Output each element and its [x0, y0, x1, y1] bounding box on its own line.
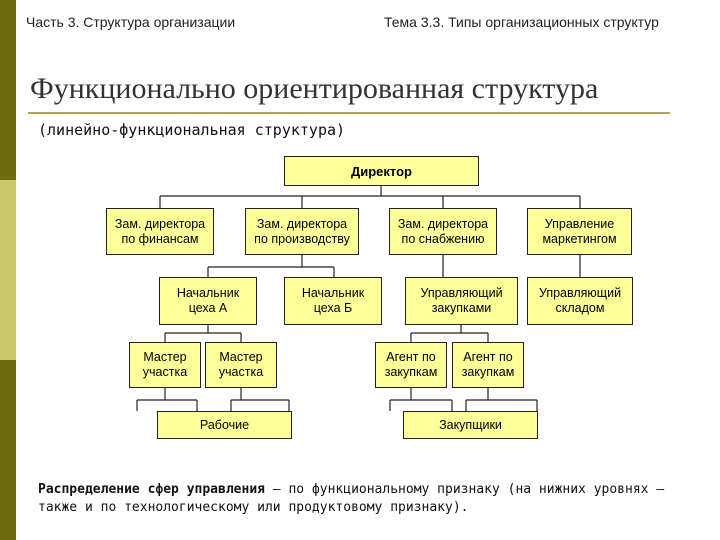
footnote-text: – по функциональному признаку (на нижних…: [38, 482, 665, 515]
sidebar-decoration: [0, 0, 16, 540]
box-purchasing-manager: Управляющий закупками: [405, 277, 518, 325]
box-head-shop-b: Начальник цеха Б: [284, 277, 382, 325]
box-agent-1: Агент по закупкам: [375, 342, 447, 388]
box-warehouse-manager: Управляющий складом: [527, 277, 633, 325]
box-buyers: Закупщики: [403, 411, 538, 439]
box-head-shop-a: Начальник цеха А: [159, 277, 257, 325]
box-marketing: Управление маркетингом: [527, 208, 632, 255]
title-rule: [28, 112, 670, 114]
box-master-2: Мастер участка: [205, 342, 277, 388]
sidebar-segment: [0, 180, 16, 360]
page-subtitle: (линейно-функциональная структура): [38, 121, 346, 139]
sidebar-segment: [0, 0, 16, 180]
sidebar-segment: [0, 360, 16, 540]
box-master-1: Мастер участка: [129, 342, 201, 388]
footnote-bold: Распределение сфер управления: [38, 482, 265, 497]
box-agent-2: Агент по закупкам: [452, 342, 524, 388]
box-deputy-supply: Зам. директора по снабжению: [389, 208, 497, 255]
box-deputy-finance: Зам. директора по финансам: [106, 208, 214, 255]
header-part: Часть 3. Структура организации: [26, 14, 236, 30]
box-deputy-production: Зам. директора по производству: [245, 208, 359, 255]
page-title: Функционально ориентированная структура: [30, 72, 599, 105]
box-workers: Рабочие: [157, 411, 292, 439]
footnote: Распределение сфер управления – по функц…: [38, 481, 698, 517]
header-topic: Тема 3.3. Типы организационных структур: [384, 14, 659, 30]
box-director: Директор: [284, 156, 479, 186]
